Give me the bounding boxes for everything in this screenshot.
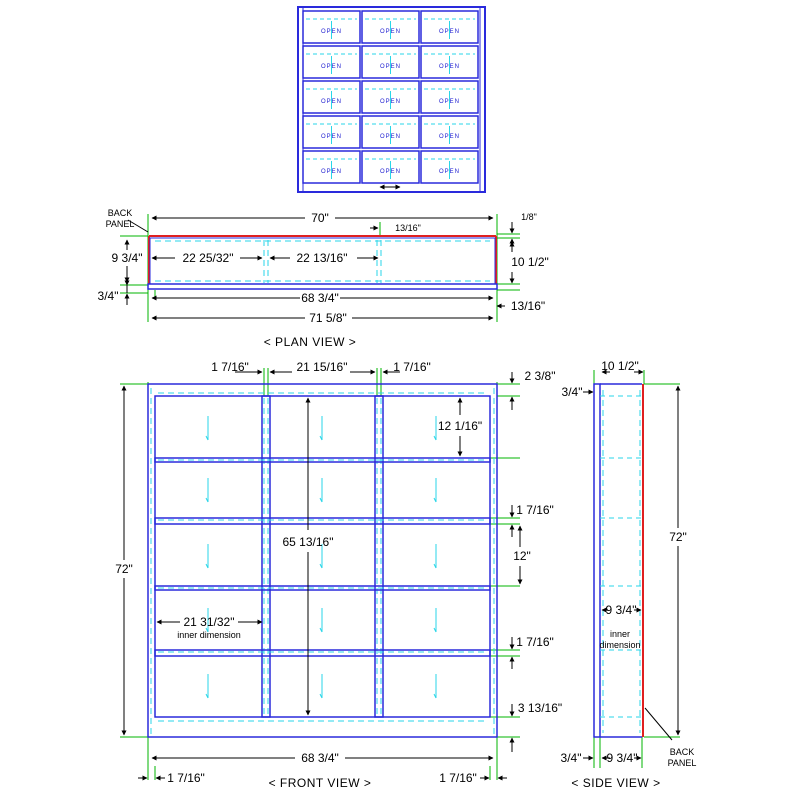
- front-view-title: < FRONT VIEW >: [269, 776, 372, 790]
- top-sketch-open-label: OPEN: [380, 64, 401, 70]
- top-sketch-open-label: OPEN: [321, 99, 342, 105]
- side-dim-inner-note-1: inner: [610, 629, 630, 639]
- front-dim-overall-height: 72": [115, 562, 133, 576]
- side-view: 10 1/2" 3/4" 72" 9 3/4" inner dimension …: [561, 359, 697, 790]
- front-stile: [261, 395, 271, 718]
- top-sketch-open-label: OPEN: [439, 134, 460, 140]
- side-back-panel-label-1: BACK: [670, 747, 695, 757]
- front-dim-inner-width: 68 3/4": [301, 751, 339, 765]
- top-sketch-open-label: OPEN: [380, 169, 401, 175]
- top-sketch-cubby: OPEN: [302, 80, 361, 114]
- front-dim-top-left: 1 7/16": [211, 360, 249, 374]
- plan-view: BACK PANEL 70" 13/16" 1/8" 9 3/4" 22 25/…: [98, 208, 549, 349]
- front-shelf-rail: [154, 585, 491, 591]
- plan-dim-overall-top: 70": [311, 211, 329, 225]
- top-sketch-cubby: OPEN: [420, 80, 479, 114]
- top-sketch-cubby: OPEN: [420, 115, 479, 149]
- top-sketch-open-label: OPEN: [439, 64, 460, 70]
- front-dim-row-height: 12 1/16": [438, 419, 482, 433]
- top-sketch-open-label: OPEN: [321, 134, 342, 140]
- plan-view-title: < PLAN VIEW >: [264, 335, 357, 349]
- side-dim-height: 72": [669, 530, 687, 544]
- top-sketch-cubby: OPEN: [420, 45, 479, 79]
- top-sketch-open-label: OPEN: [380, 29, 401, 35]
- side-dim-bottom-front: 3/4": [561, 751, 582, 765]
- front-dim-top-right: 1 7/16": [393, 360, 431, 374]
- plan-dim-bay2: 22 13/16": [297, 251, 348, 265]
- side-dim-depth-top: 10 1/2": [601, 359, 639, 373]
- top-sketch-cubby: OPEN: [302, 115, 361, 149]
- plan-dim-right-depth: 10 1/2": [511, 255, 549, 269]
- side-dim-inner-note-2: dimension: [599, 640, 640, 650]
- top-sketch-cubby: OPEN: [302, 150, 361, 184]
- top-sketch-cubby: OPEN: [361, 10, 420, 44]
- plan-back-panel-label-2: PANEL: [106, 219, 135, 229]
- front-shelf-rail: [154, 457, 491, 463]
- side-dim-front-thickness: 3/4": [562, 385, 583, 399]
- plan-dim-inner-width: 68 3/4": [301, 291, 339, 305]
- top-sketch-open-label: OPEN: [439, 99, 460, 105]
- top-sketch-cubby: OPEN: [361, 45, 420, 79]
- top-sketch-cubby: OPEN: [361, 80, 420, 114]
- plan-dim-small-top: 13/16": [395, 223, 421, 233]
- side-view-title: < SIDE VIEW >: [571, 776, 660, 790]
- front-outer-frame: [147, 383, 498, 738]
- side-dim-inner-depth: 9 3/4": [606, 603, 637, 617]
- top-sketch-open-label: OPEN: [321, 64, 342, 70]
- plan-dim-bottom-left: 3/4": [98, 289, 119, 303]
- front-dim-top-rail: 2 3/8": [525, 369, 556, 383]
- top-sketch-cubby: OPEN: [302, 45, 361, 79]
- front-dim-inner-width-val: 21 31/32": [184, 615, 235, 629]
- front-dim-bottom-right: 1 7/16": [439, 771, 477, 785]
- front-view: 1 7/16" 21 15/16" 1 7/16" 2 3/8" 12 1/16…: [115, 360, 562, 790]
- front-dim-top-mid: 21 15/16": [297, 360, 348, 374]
- front-dim-inner-note: inner dimension: [177, 630, 241, 640]
- side-dim-bottom-depth: 9 3/4": [607, 751, 638, 765]
- front-shelf-rail: [154, 517, 491, 525]
- top-sketch-open-label: OPEN: [439, 29, 460, 35]
- plan-dim-back-thickness: 1/8": [521, 212, 537, 222]
- front-shelf-rail: [154, 649, 491, 657]
- front-dim-center-height: 65 13/16": [283, 535, 334, 549]
- plan-dim-overall-bottom: 71 5/8": [309, 311, 347, 325]
- plan-dim-bay1: 22 25/32": [183, 251, 234, 265]
- top-sketch-cubby: OPEN: [361, 150, 420, 184]
- top-sketch-open-label: OPEN: [439, 169, 460, 175]
- plan-back-panel-label-1: BACK: [108, 208, 133, 218]
- plan-face-frame: [147, 283, 498, 290]
- front-dim-bottom-left: 1 7/16": [167, 771, 205, 785]
- top-sketch-open-label: OPEN: [321, 169, 342, 175]
- top-sketch-cubby: OPEN: [302, 10, 361, 44]
- top-sketch-open-label: OPEN: [380, 99, 401, 105]
- side-face-frame: [593, 383, 601, 738]
- top-sketch-open-label: OPEN: [321, 29, 342, 35]
- top-sketch: OPEN OPEN OPEN OPEN OPEN OPEN OPEN OPEN OPEN OPEN…: [297, 6, 486, 193]
- top-sketch-open-label: OPEN: [380, 134, 401, 140]
- plan-dim-right-bottom: 13/16": [511, 299, 545, 313]
- side-back-panel-label-2: PANEL: [668, 758, 697, 768]
- front-stile: [374, 395, 384, 718]
- top-sketch-frame: [297, 6, 486, 193]
- front-inner-frame: [154, 395, 491, 718]
- top-sketch-cubby: OPEN: [420, 150, 479, 184]
- front-dim-shelf1: 1 7/16": [516, 503, 554, 517]
- front-dim-bottom-rail: 3 13/16": [518, 701, 562, 715]
- top-sketch-cubby: OPEN: [420, 10, 479, 44]
- plan-dim-left-depth: 9 3/4": [112, 251, 143, 265]
- front-dim-shelf2: 1 7/16": [516, 635, 554, 649]
- top-sketch-cubby: OPEN: [361, 115, 420, 149]
- front-dim-opening: 12": [513, 549, 531, 563]
